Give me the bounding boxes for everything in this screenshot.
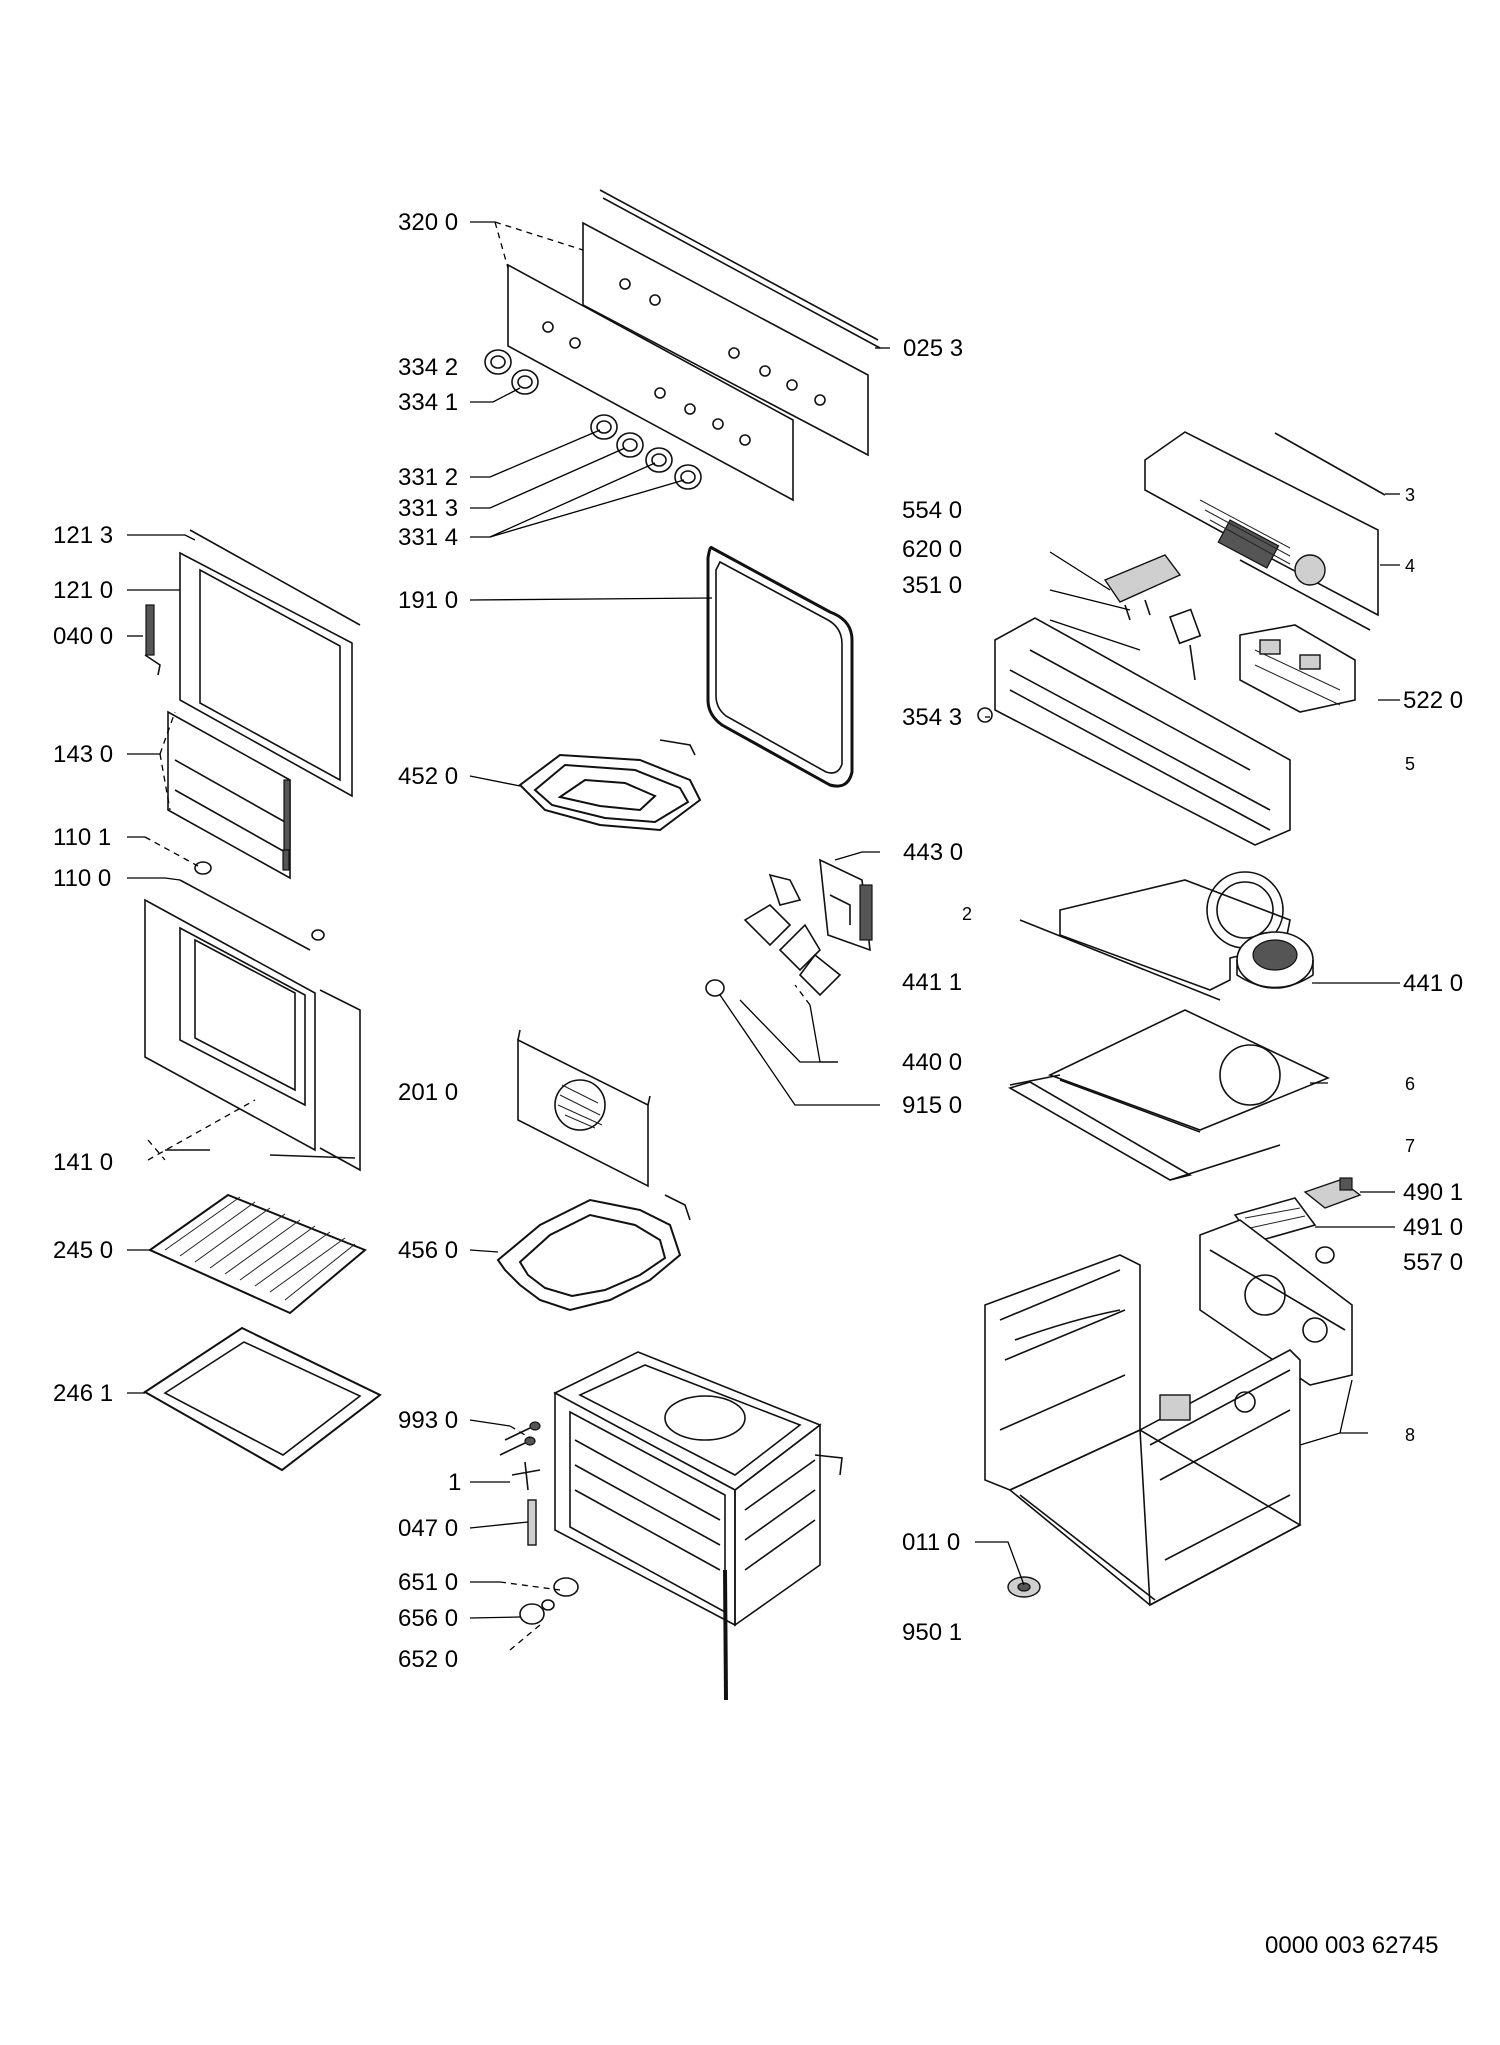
label-331-4: 331 4: [398, 524, 458, 551]
label-950-1: 950 1: [902, 1619, 962, 1646]
callout-8: 8: [1405, 1425, 1415, 1445]
label-141-0: 141 0: [53, 1149, 113, 1176]
rear-cover-plate: [1199, 1219, 1353, 1386]
callout-5: 5: [1405, 754, 1415, 774]
label-491-0: 491 0: [1403, 1214, 1463, 1241]
top-panel-lower: [1009, 1009, 1330, 1133]
door-hinge-part: [194, 861, 212, 875]
label-620-0: 620 0: [902, 536, 962, 563]
leader-lines: [127, 221, 1400, 1651]
label-110-0: 110 0: [53, 865, 111, 892]
label-143-0: 143 0: [53, 741, 113, 768]
label-1: 1: [448, 1469, 461, 1496]
label-245-0: 245 0: [53, 1237, 113, 1264]
label-025-3: 025 3: [903, 335, 963, 362]
cable-grommet: [1007, 1576, 1041, 1598]
fan-shroud: [1019, 871, 1291, 1001]
label-121-0: 121 0: [53, 577, 113, 604]
label-110-1: 110 1: [53, 824, 111, 851]
label-201-0: 201 0: [398, 1079, 458, 1106]
baking-tray: [143, 1326, 382, 1472]
outer-door-glass: [144, 879, 361, 1172]
inner-glass-panel: [167, 710, 291, 880]
callout-6: 6: [1405, 1074, 1415, 1094]
label-554-0: 554 0: [902, 497, 962, 524]
label-354-3: 354 3: [902, 704, 962, 731]
top-cover-plate: [1144, 431, 1386, 631]
fan-blade: [705, 873, 842, 997]
label-320-0: 320 0: [398, 209, 458, 236]
relays-and-switches: [1103, 554, 1202, 681]
label-490-1: 490 1: [1403, 1179, 1463, 1206]
label-651-0: 651 0: [398, 1569, 458, 1596]
label-993-0: 993 0: [398, 1407, 458, 1434]
label-040-0: 040 0: [53, 623, 113, 650]
grill-element: [518, 739, 702, 832]
label-191-0: 191 0: [398, 587, 458, 614]
document-number: 0000 003 62745: [1265, 1932, 1439, 1959]
knob-334-1: [511, 369, 539, 395]
door-gasket: [706, 546, 854, 788]
label-915-0: 915 0: [902, 1092, 962, 1119]
terminal-block: [1303, 1177, 1362, 1209]
fan-motor-bracket: [819, 858, 873, 952]
label-121-3: 121 3: [53, 522, 113, 549]
small-fittings: [499, 1421, 579, 1625]
label-522-0: 522 0: [1403, 687, 1463, 714]
label-652-0: 652 0: [398, 1646, 458, 1673]
door-inner-frame: [144, 529, 361, 798]
front-frame: [977, 617, 1291, 846]
fan-cover-back-panel: [517, 1029, 651, 1188]
label-656-0: 656 0: [398, 1605, 458, 1632]
label-351-0: 351 0: [902, 572, 962, 599]
callout-4: 4: [1405, 556, 1415, 576]
label-443-0: 443 0: [903, 839, 963, 866]
label-441-0: 441 0: [1403, 970, 1463, 997]
callout-numbers: 3 4 5 2 6 7 8: [962, 485, 1415, 1445]
label-246-1: 246 1: [53, 1380, 113, 1407]
label-456-0: 456 0: [398, 1237, 458, 1264]
label-557-0: 557 0: [1403, 1249, 1463, 1276]
outer-casing: [984, 1254, 1302, 1607]
knob-331-set: [590, 414, 702, 490]
label-331-3: 331 3: [398, 495, 458, 522]
label-452-0: 452 0: [398, 763, 458, 790]
callout-2: 2: [962, 904, 972, 924]
callout-7: 7: [1405, 1136, 1415, 1156]
label-440-0: 440 0: [902, 1049, 962, 1076]
wire-shelf: [147, 1193, 367, 1315]
label-334-1: 334 1: [398, 389, 458, 416]
callout-3: 3: [1405, 485, 1415, 505]
part-labels: 320 0 025 3 334 2 334 1 331 2 331 3 331 …: [53, 209, 1463, 1673]
label-334-2: 334 2: [398, 354, 458, 381]
label-011-0: 011 0: [902, 1529, 960, 1556]
cooling-fan-motor: [1236, 931, 1314, 989]
lower-heating-element: [496, 1194, 691, 1312]
label-441-1: 441 1: [902, 969, 962, 996]
label-047-0: 047 0: [398, 1515, 458, 1542]
label-331-2: 331 2: [398, 464, 458, 491]
control-panel-fascia: [507, 189, 881, 502]
oven-cavity: [553, 1351, 843, 1701]
front-trim-strip: [1007, 1081, 1281, 1181]
control-board: [1239, 624, 1356, 713]
knob-334-2: [484, 349, 512, 375]
